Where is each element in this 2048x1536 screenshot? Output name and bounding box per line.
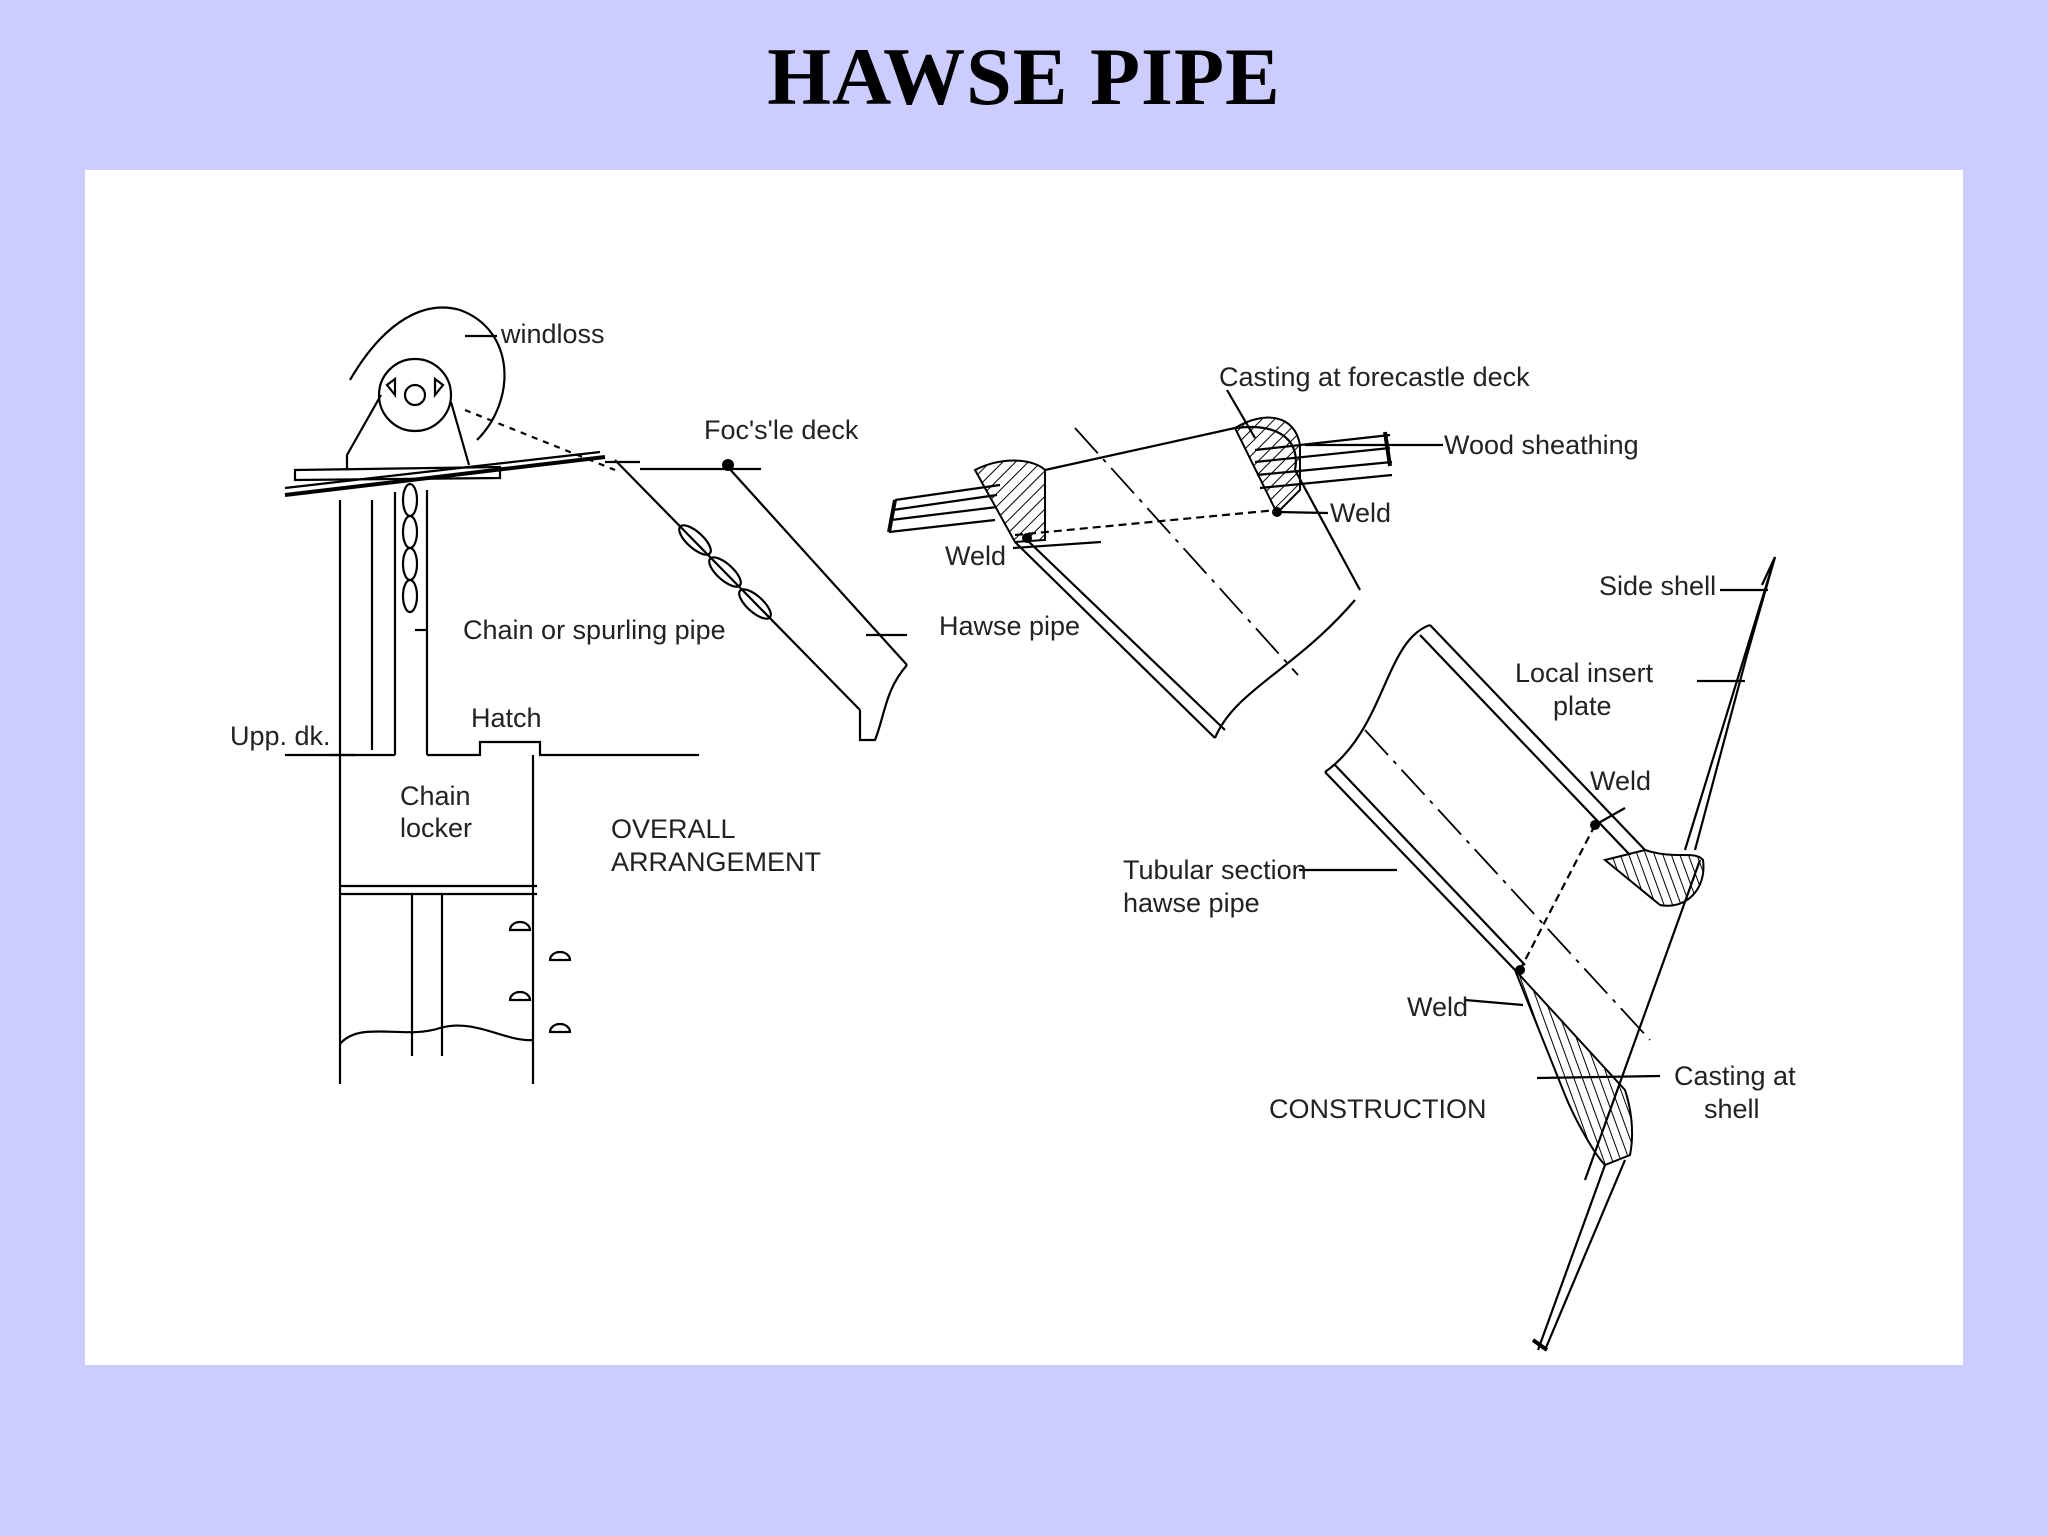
weld-seam-construction [1519,824,1596,971]
forecastle-detail-drawing [887,416,1393,739]
windlass-drum [377,357,453,433]
label-casting-shell-2: shell [1704,1094,1760,1124]
hawse-pipe-upper-edge [614,459,861,711]
label-hatch: Hatch [471,703,542,733]
center-line-construction [1364,729,1651,1041]
chain-links-hawse [678,524,772,620]
label-tubular-1: Tubular section [1123,855,1307,885]
label-weld-top-right: Weld [1330,498,1391,528]
label-hawse-pipe: Hawse pipe [939,611,1080,641]
overall-arrangement-drawing [284,306,908,1084]
chain-locker-walls [338,500,535,1084]
label-overall-2: ARRANGEMENT [611,847,821,877]
windlass-bedplate [293,465,502,482]
label-weld-shell-lower: Weld [1407,992,1468,1022]
label-local-insert-1: Local insert [1515,658,1654,688]
wood-sheathing-right [1254,433,1393,490]
label-chain-pipe: Chain or spurling pipe [463,615,726,645]
hawse-pipe-cut-end [858,664,908,742]
label-local-insert-2: plate [1553,691,1612,721]
label-casting-shell-1: Casting at [1674,1061,1796,1091]
hawse-pipe-diagram: windloss Foc's'le deck Chain or spurling… [230,306,1796,1352]
windlass-cover [349,306,506,441]
center-line-top [1074,427,1299,676]
label-windlass: windloss [500,319,605,349]
side-shell-lower [1536,1164,1607,1351]
casting-shell-upper [1602,848,1705,907]
diagram-panel: windloss Foc's'le deck Chain or spurling… [85,170,1963,1365]
upper-deck-line [285,740,699,757]
label-weld-shell-upper: Weld [1590,766,1651,796]
casting-shell-lower [1514,969,1634,1167]
casting-right [1233,416,1301,515]
label-tubular-2: hawse pipe [1123,888,1260,918]
pipe-upper-edge [1429,624,1646,851]
slide-title: HAWSE PIPE [767,31,1281,122]
label-overall-1: OVERALL [611,814,736,844]
label-side-shell: Side shell [1599,571,1716,601]
label-casting-forecastle: Casting at forecastle deck [1219,362,1530,392]
shell-plane-line [1583,859,1702,1181]
pipe-cut-end [1213,599,1356,739]
label-chain-locker-2: locker [400,813,472,843]
label-chain-locker-1: Chain [400,781,471,811]
pipe-cut-end-lower [1324,623,1431,773]
weld-seam-top [1014,508,1278,537]
label-construction: CONSTRUCTION [1269,1094,1487,1124]
spurling-pipe [393,490,429,755]
wood-sheathing-left [888,483,1001,534]
casting-left [973,459,1046,544]
focsle-deck-line [284,455,606,497]
label-weld-top-left: Weld [945,541,1006,571]
leader-lines [329,334,1768,1080]
label-wood-sheathing: Wood sheathing [1444,430,1639,460]
label-focsle-deck: Foc's'le deck [704,415,859,445]
label-upper-deck: Upp. dk. [230,721,331,751]
pipe-lower-edge [1026,539,1226,731]
chain-links-vertical [401,482,419,614]
pipe-lower-edge [1324,771,1516,971]
